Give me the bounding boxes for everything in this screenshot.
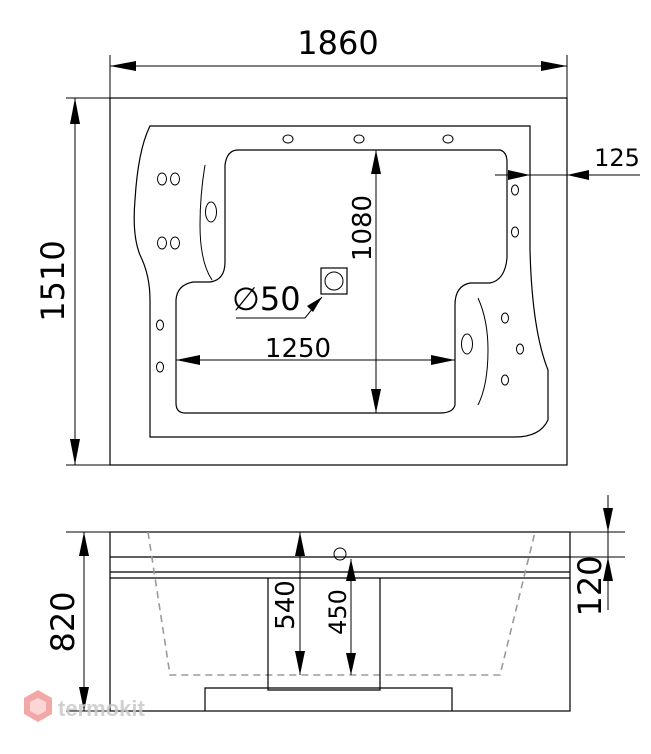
- jet-icon: [205, 201, 217, 223]
- drain-icon: [320, 267, 348, 295]
- jet-icon: [511, 226, 519, 238]
- jet-icon: [170, 172, 180, 186]
- overall-depth-label: 1510: [34, 240, 72, 321]
- rim-height-label: 120: [571, 555, 609, 616]
- jet-icon: [156, 361, 164, 373]
- side-view: 820 540 450 120: [44, 495, 625, 712]
- drain-diameter-label: ∅50: [232, 280, 301, 318]
- bowl-dashed-profile: [147, 531, 536, 676]
- watermark-text: termokit: [58, 696, 145, 721]
- top-view: ∅50 1860 1510 1080 1250 125: [34, 24, 640, 466]
- jet-icon: [170, 236, 180, 250]
- jet-icon: [461, 333, 473, 355]
- jet-icon: [156, 319, 164, 331]
- jet-icon: [157, 236, 167, 250]
- headrest-right: [477, 297, 489, 406]
- jet-icon: [353, 134, 365, 144]
- jet-icon: [442, 134, 454, 144]
- tub-outline-side: [109, 531, 571, 712]
- bowl-outer-contour: [133, 125, 549, 438]
- total-height-label: 820: [44, 591, 82, 652]
- drain-circle: [324, 271, 344, 291]
- rim-width-label: 125: [594, 144, 640, 172]
- jet-icon: [501, 312, 509, 324]
- bowl-inner-contour: [175, 149, 508, 414]
- jet-icon: [501, 374, 509, 386]
- tub-outline-top: [109, 97, 568, 466]
- pedestal: [267, 578, 381, 691]
- jet-icon: [516, 343, 524, 355]
- inner-length-label: 1080: [348, 195, 378, 261]
- base: [204, 687, 453, 711]
- jet-icon: [511, 184, 519, 196]
- jet-icon: [282, 134, 294, 144]
- headrest-left: [199, 164, 213, 281]
- jet-icon: [157, 172, 167, 186]
- drain-height-label: 450: [324, 589, 352, 635]
- depth-label: 540: [271, 580, 301, 630]
- overall-width-label: 1860: [297, 24, 378, 62]
- watermark: termokit: [24, 690, 145, 722]
- inner-width-label: 1250: [265, 334, 331, 364]
- overflow-icon: [333, 547, 347, 561]
